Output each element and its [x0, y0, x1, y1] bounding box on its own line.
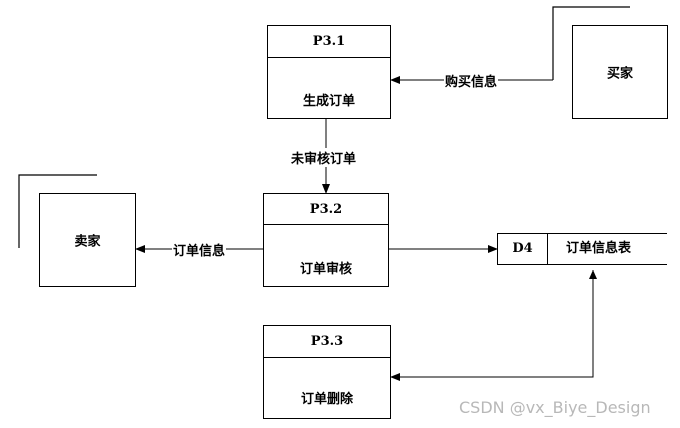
entity-seller[interactable]: 卖家	[39, 193, 136, 287]
process-p3-3-name: 订单删除	[300, 392, 353, 407]
process-p3-3-id: P3.3	[264, 326, 390, 358]
process-p3-3[interactable]: P3.3 订单删除	[263, 325, 391, 419]
seller-entity-shadow	[18, 174, 97, 248]
process-p3-1-name: 生成订单	[302, 94, 355, 109]
flow-store-up-arrowhead	[589, 270, 597, 279]
entity-buyer-label: 买家	[606, 66, 633, 82]
process-p3-2-name: 订单审核	[299, 262, 352, 277]
entity-buyer[interactable]: 买家	[572, 25, 668, 119]
entity-seller-label: 卖家	[74, 234, 101, 250]
process-p3-1[interactable]: P3.1 生成订单	[267, 25, 391, 119]
flow-label-order-info: 订单信息	[172, 240, 227, 259]
buyer-entity-shadow	[552, 6, 630, 80]
data-store-name: 订单信息表	[566, 241, 632, 256]
process-p3-2[interactable]: P3.2 订单审核	[263, 193, 389, 287]
flow-store-to-delete-arrow	[390, 270, 594, 381]
flow-label-unreviewed-order: 未审核订单	[290, 148, 358, 167]
flow-label-purchase-info: 购买信息	[444, 71, 499, 90]
process-p3-2-id: P3.2	[264, 194, 388, 225]
data-store-id: D4	[498, 234, 548, 264]
data-store-d4[interactable]: D4 订单信息表	[497, 233, 667, 265]
process-p3-1-id: P3.1	[268, 26, 390, 58]
watermark: CSDN @vx_Biye_Design	[459, 398, 651, 417]
